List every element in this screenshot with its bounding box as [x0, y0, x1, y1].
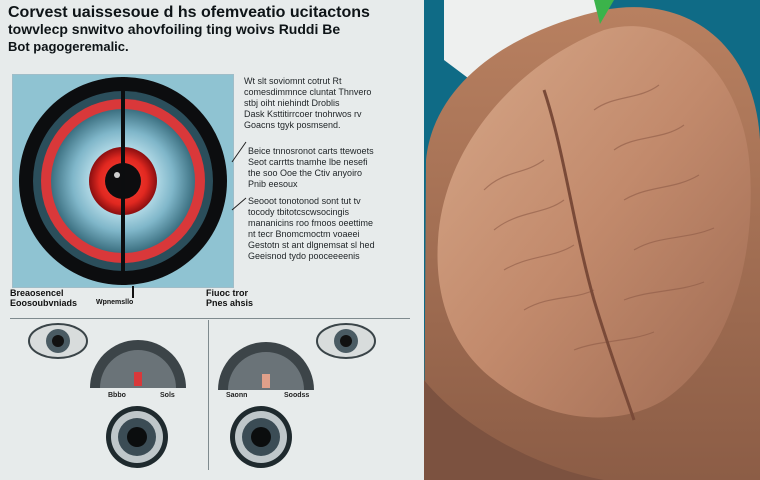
eye-oval-icon-1: [28, 323, 88, 359]
annotation-block-1: Wt slt soviomnt cotrut Rt comesdimmnce c…: [244, 76, 414, 131]
title-line-2: towvlecp snwitvo ahovfoiling ting woivs …: [8, 21, 341, 37]
label-mid-right-a: Fiuoc tror: [206, 288, 248, 298]
fan2-label-right: Soodss: [284, 392, 310, 399]
annotation-line: Gestotn st ant dlgnemsat sl hed: [248, 240, 375, 250]
fan2-label-left: Saonn: [226, 392, 248, 399]
section-divider: [10, 318, 410, 319]
fan1-label-right: Sols: [160, 392, 175, 399]
callout-connector: [231, 141, 247, 211]
annotation-line: Goacns tgyk posmsend.: [244, 120, 341, 130]
eye-cross-section-illustration: [19, 77, 227, 285]
section-divider-vertical: [208, 320, 209, 470]
label-mid-right-b: Pnes ahsis: [206, 298, 254, 308]
annotation-line: Beice tnnosronot carts ttewoets: [248, 146, 374, 156]
page-title: Corvest uaissesoue d hs ofemveatio ucita…: [8, 4, 418, 55]
lens-fan-illustration-2: [218, 342, 314, 390]
left-infographic: Corvest uaissesoue d hs ofemveatio ucita…: [8, 4, 418, 470]
annotation-line: Wt slt soviomnt cotrut Rt: [244, 76, 342, 86]
eye-oval-icon-2: [316, 323, 376, 359]
annotation-line: Pnib eesoux: [248, 179, 298, 189]
label-bottom-left-a: Breaosencel: [10, 288, 64, 298]
annotation-line: Seooot tonotonod sont tut tv: [248, 196, 361, 206]
annotation-line: Dask Ksttitirrcoer tnohrwos rv: [244, 109, 362, 119]
annotation-line: nt tecr Bnomcmoctm voaeei: [248, 229, 360, 239]
annotation-line: comesdimmnce cluntat Thnvero: [244, 87, 372, 97]
fan1-label-left: Bbbo: [108, 392, 126, 399]
title-line-1: Corvest uaissesoue d hs ofemveatio ucita…: [8, 4, 370, 21]
skin-close-up-illustration: [424, 0, 760, 480]
eye-iris-icon-2: [230, 406, 292, 468]
pointer-line: [132, 286, 134, 298]
annotation-line: tocody tbitotcscwsocingis: [248, 207, 350, 217]
eye-cross-section-panel: [12, 74, 234, 288]
annotation-block-2: Beice tnnosronot carts ttewoets Seot car…: [248, 146, 418, 190]
lens-fan-illustration-1: [90, 340, 186, 388]
eye-iris-icon-1: [106, 406, 168, 468]
label-mid-bottom: Wpnemsllo: [96, 299, 134, 306]
title-line-3: Bot pagogeremalic.: [8, 39, 129, 54]
annotation-line: Geeisnod tydo pooceeeenis: [248, 251, 360, 261]
skin-photo-panel: [424, 0, 760, 480]
annotation-line: mananicins roo fmoos oeettime: [248, 218, 374, 228]
annotation-line: Seot carrtts tnamhe lbe nesefi: [248, 157, 368, 167]
annotation-line: the soo Ooe the Ctiv anyoiro: [248, 168, 363, 178]
annotation-line: stbj oiht niehindt Droblis: [244, 98, 340, 108]
label-bottom-left-b: Eoosoubvniads: [10, 298, 78, 308]
annotation-block-3: Seooot tonotonod sont tut tv tocody tbit…: [248, 196, 418, 262]
